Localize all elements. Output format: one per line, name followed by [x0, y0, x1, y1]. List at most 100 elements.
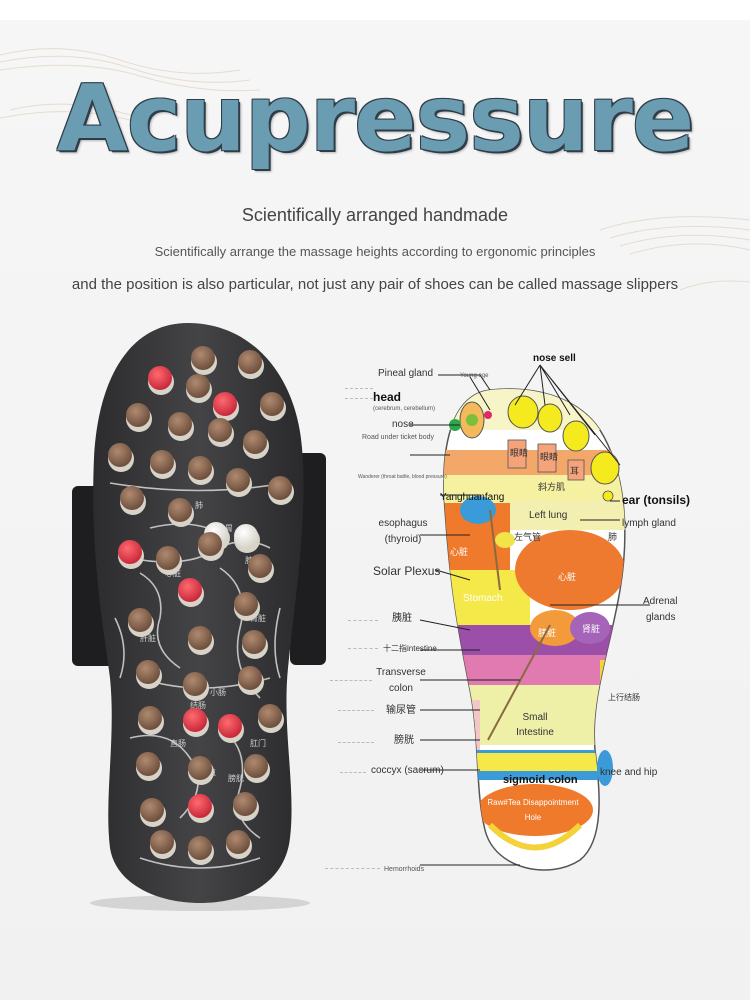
chart-cn-trapezius: 斜方肌 — [538, 481, 565, 492]
slipper-label-colon: 结肠 — [190, 700, 206, 710]
massage-node-brown — [208, 418, 232, 442]
chart-cn-spleen: 心脏 — [558, 571, 576, 582]
label-adrenal-glands-1: Adrenal — [643, 596, 678, 607]
top-band — [0, 0, 750, 20]
massage-node-red — [118, 540, 142, 564]
description-line-2: and the position is also particular, not… — [71, 276, 679, 293]
dash-line — [348, 620, 378, 621]
dash-line — [338, 742, 374, 743]
label-nose: nose — [392, 419, 414, 430]
label-nose-sell: nose sell — [533, 353, 576, 364]
dash-line — [330, 680, 372, 681]
subtitle: Scientifically arranged handmade — [241, 205, 509, 225]
label-ear-tonsils: ear (tonsils) — [622, 493, 691, 507]
massage-node-brown — [242, 630, 266, 654]
page-title: Acupressure — [56, 65, 695, 172]
massage-node-brown — [140, 798, 164, 822]
massage-node-brown — [168, 412, 192, 436]
massage-node-brown — [234, 592, 258, 616]
massage-node-brown — [198, 532, 222, 556]
toe-3 — [537, 403, 563, 433]
label-small-intestine-2: Intestine — [516, 727, 554, 738]
label-ureter: 输尿管 — [386, 705, 416, 716]
label-solar-plexus: Solar Plexus — [373, 564, 441, 578]
description-line-1: Scientifically arrange the massage heigh… — [154, 244, 596, 259]
label-adrenal-glands-2: glands — [646, 612, 676, 623]
chart-cn-heart: 心脏 — [450, 546, 468, 557]
slipper-label-kidney: 肾脏 — [250, 613, 266, 623]
label-road-under-ticket-body: Road under ticket body — [362, 434, 434, 441]
dash-line — [325, 868, 380, 869]
label-head: head — [373, 390, 402, 404]
dash-line — [338, 710, 374, 711]
massage-node-red — [183, 708, 207, 732]
label-hemorrhoids: Hemorrhoids — [384, 866, 425, 873]
label-yanghuanfang: Yanghuanfang — [440, 492, 505, 503]
label-small-intestine-1: Small — [522, 712, 548, 723]
slipper-label-lung: 肺 — [195, 501, 203, 510]
label-young-age: Young age — [460, 373, 489, 379]
chart-leader-lines — [410, 364, 650, 866]
massage-node-red — [148, 366, 172, 390]
chart-cn-eye-1: 眼睛 — [510, 448, 528, 458]
chart-cn-airway: 左气管 — [514, 531, 541, 542]
label-thyroid: (thyroid) — [384, 534, 422, 545]
slipper-label-small-intestine: 小肠 — [210, 688, 226, 697]
massage-node-brown — [191, 346, 215, 370]
massage-node-red — [213, 392, 237, 416]
label-transverse-colon-2: colon — [389, 683, 413, 694]
chart-cn-ear: 耳 — [570, 466, 579, 476]
slipper-label-anus: 肛门 — [250, 738, 266, 748]
massage-node-brown — [108, 443, 132, 467]
chart-cn-gallbladder: 上行结肠 — [608, 692, 640, 702]
massage-nodes — [108, 346, 294, 865]
label-knee-hip: knee and hip — [600, 767, 658, 778]
label-wanderer: Wanderer (throat battle, blood pressure) — [358, 474, 447, 480]
toe-5 — [590, 451, 620, 485]
massage-node-brown — [168, 498, 192, 522]
massage-node-brown — [188, 456, 212, 480]
label-transverse-colon-1: Transverse — [376, 667, 426, 678]
massage-node-brown — [136, 752, 160, 776]
massage-node-brown — [128, 608, 152, 632]
label-intestine: 十二指intestine — [383, 644, 437, 653]
foot-reflexology-chart: 眼睛 眼睛 耳 斜方肌 心脏 肺 左气管 心脏 肾脏 胰脏 上行结肠 — [443, 388, 640, 871]
massage-node-brown — [136, 660, 160, 684]
massage-node-brown — [226, 468, 250, 492]
massage-node-brown — [258, 704, 282, 728]
dash-line — [340, 772, 366, 773]
massage-node-red — [218, 714, 242, 738]
massage-node-brown — [243, 430, 267, 454]
label-pineal-gland: Pineal gland — [378, 368, 434, 379]
massage-node-brown — [248, 554, 272, 578]
slipper-label-bladder: 膀胱 — [228, 773, 244, 783]
dash-line — [345, 398, 373, 399]
chart-cn-lung: 肺 — [608, 532, 617, 542]
label-raw-tea-1: Raw#Tea Disappointment — [487, 798, 579, 807]
massage-node-white — [234, 524, 258, 548]
dash-line — [348, 648, 378, 649]
massage-node-brown — [260, 392, 284, 416]
massage-node-brown — [120, 486, 144, 510]
slipper-label-liver: 肝脏 — [140, 633, 156, 643]
massage-node-brown — [156, 546, 180, 570]
massage-node-brown — [150, 830, 174, 854]
massage-node-brown — [244, 754, 268, 778]
massage-node-brown — [238, 666, 262, 690]
label-lymph-gland: lymph gland — [622, 518, 676, 529]
massage-node-brown — [150, 450, 174, 474]
slipper-label-stomach: 胃 — [225, 524, 233, 533]
label-coccyx: coccyx (sacrum) — [371, 765, 444, 776]
label-esophagus: esophagus — [378, 518, 428, 529]
massage-node-brown — [188, 756, 212, 780]
toe-4 — [562, 420, 590, 452]
slipper-label-rectum: 直肠 — [170, 738, 186, 748]
chart-cn-kidney: 肾脏 — [582, 623, 600, 634]
dash-line — [345, 388, 373, 389]
label-pancreas: 胰脏 — [392, 613, 412, 624]
massage-node-brown — [233, 792, 257, 816]
massage-node-brown — [126, 403, 150, 427]
massage-node-brown — [183, 672, 207, 696]
decorative-waves — [0, 48, 750, 291]
